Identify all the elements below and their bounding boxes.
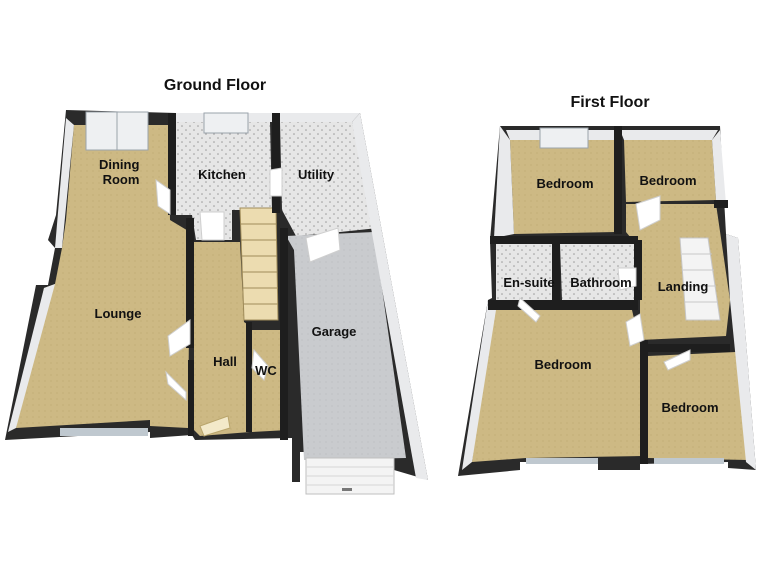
garage-door [305,457,395,495]
ground-floor-title: Ground Floor [164,77,266,94]
bedroom-top-right-floor [624,140,716,202]
room-label-kitchen: Kitchen [198,167,246,182]
room-label-hall: Hall [213,354,237,369]
room-label-utility: Utility [298,167,335,182]
room-label-dining-line1: Dining [99,157,139,172]
ground-stairs [239,207,279,321]
first-floor: First Floor Bedroom Bedroom En-suite Bat… [458,94,756,476]
bedroom-bottom-left-floor [472,310,642,462]
room-label-lounge: Lounge [95,306,142,321]
bedroom-top-left-floor [510,140,616,234]
lounge-window [60,428,148,436]
lounge-left-wall-face-lower [8,284,55,432]
kitchen-floor [176,122,272,240]
room-label-wc: WC [255,363,277,378]
room-label-bathroom: Bathroom [570,275,631,290]
bedroom-bottom-right-window [654,458,724,464]
wc-floor [252,330,288,432]
bedroom-top-left-window [539,127,589,149]
room-label-bedroom-top-right: Bedroom [639,173,696,188]
bedroom-bottom-left-window [526,458,598,464]
garage-floor [286,232,406,460]
kitchen-window [203,112,249,134]
room-label-ensuite: En-suite [503,275,554,290]
room-label-garage: Garage [312,324,357,339]
ensuite-floor [496,244,554,300]
bathroom-floor [560,244,636,300]
room-label-bedroom-bottom-left: Bedroom [534,357,591,372]
room-label-dining: Dining Room [99,157,143,187]
bedroom-bottom-right-floor [648,352,748,460]
room-label-dining-line2: Room [103,172,140,187]
room-label-landing: Landing [658,279,709,294]
room-label-bedroom-bottom-right: Bedroom [661,400,718,415]
lounge-left-wall-face [55,118,74,248]
first-floor-title: First Floor [570,94,649,111]
lounge-floor [16,125,190,428]
utility-floor [280,122,378,236]
room-label-bedroom-top-left: Bedroom [536,176,593,191]
landing-stairwell [679,237,721,321]
hall-floor [194,242,250,436]
ground-floor: Ground Floor Dining Room Kitchen Utility… [5,77,428,495]
